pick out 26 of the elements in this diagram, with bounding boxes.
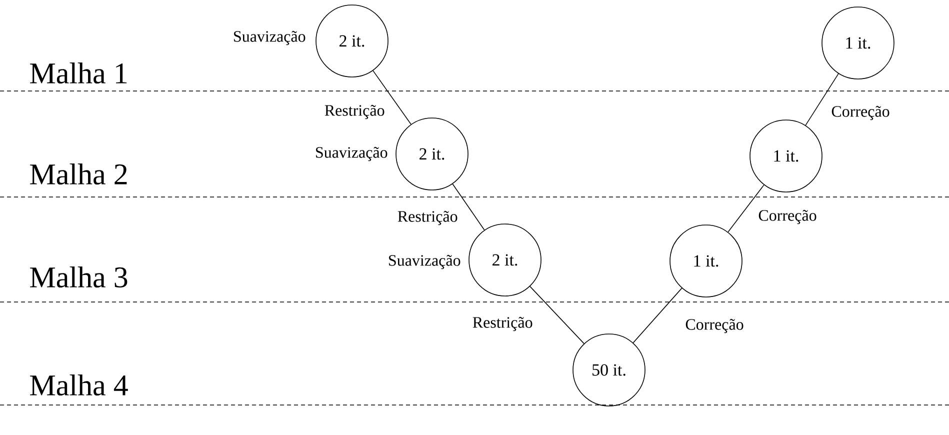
edge-label: Restrição bbox=[324, 104, 384, 120]
circle-node: 1 it. bbox=[670, 224, 742, 298]
connector-line bbox=[632, 288, 682, 344]
level-label: Malha 2 bbox=[30, 163, 127, 185]
circle-node: 1 it. bbox=[750, 120, 822, 192]
connector-line bbox=[728, 184, 764, 232]
step-label: Suavização bbox=[389, 254, 460, 270]
edge-label: Restrição bbox=[472, 316, 532, 332]
step-label: Suavização bbox=[316, 146, 388, 162]
edge-label: Correção bbox=[832, 106, 890, 120]
connector-line bbox=[372, 70, 412, 125]
edge-label: Correção bbox=[758, 210, 816, 224]
edge-label: Correção bbox=[686, 318, 744, 334]
connector-line bbox=[452, 184, 485, 230]
circle-node: 2 it. bbox=[468, 224, 542, 296]
level-label: Malha 4 bbox=[30, 374, 128, 396]
edge-label: Restrição bbox=[398, 210, 458, 226]
step-label: Suavização bbox=[234, 30, 306, 46]
circle-node: 2 it. bbox=[316, 4, 388, 78]
circle-node: 50 it. bbox=[572, 334, 646, 406]
circle-node: 2 it. bbox=[396, 118, 468, 190]
connector-line bbox=[530, 286, 584, 344]
level-label: Malha 3 bbox=[30, 266, 128, 288]
level-label: Malha 1 bbox=[30, 62, 127, 84]
connector-line bbox=[805, 73, 839, 126]
circle-node: 1 it. bbox=[822, 6, 894, 80]
